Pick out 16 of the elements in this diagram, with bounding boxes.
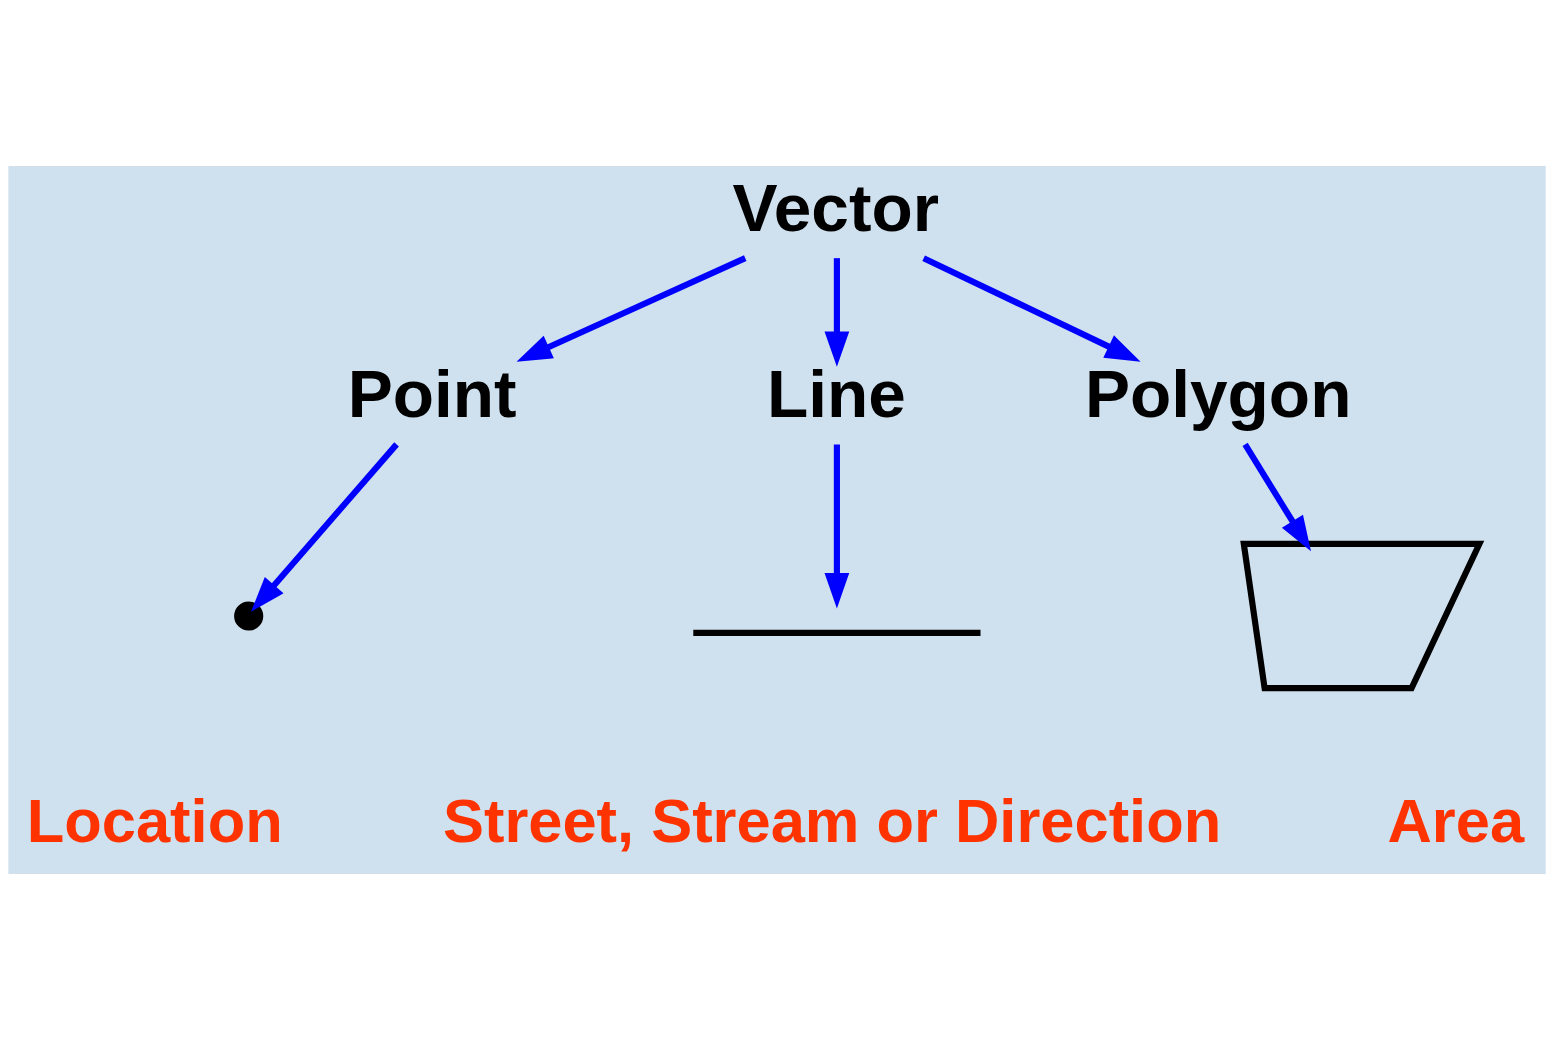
node-polygon xyxy=(1240,540,1485,691)
node-text: Vector xyxy=(732,169,940,245)
arrow xyxy=(922,254,1141,362)
node-label: Street, Stream or Direction xyxy=(442,785,1222,855)
node-text: Line xyxy=(767,355,906,431)
node-label: Location xyxy=(26,785,283,855)
node-circle xyxy=(234,600,264,631)
arrow xyxy=(824,257,850,367)
arrow xyxy=(250,441,399,612)
node-line xyxy=(693,629,981,636)
arrow xyxy=(1242,442,1311,551)
node-text: Polygon xyxy=(1084,355,1352,431)
arrow xyxy=(824,443,850,608)
arrow xyxy=(516,254,747,362)
node-label: Area xyxy=(1387,785,1525,855)
node-text: Point xyxy=(347,355,517,431)
